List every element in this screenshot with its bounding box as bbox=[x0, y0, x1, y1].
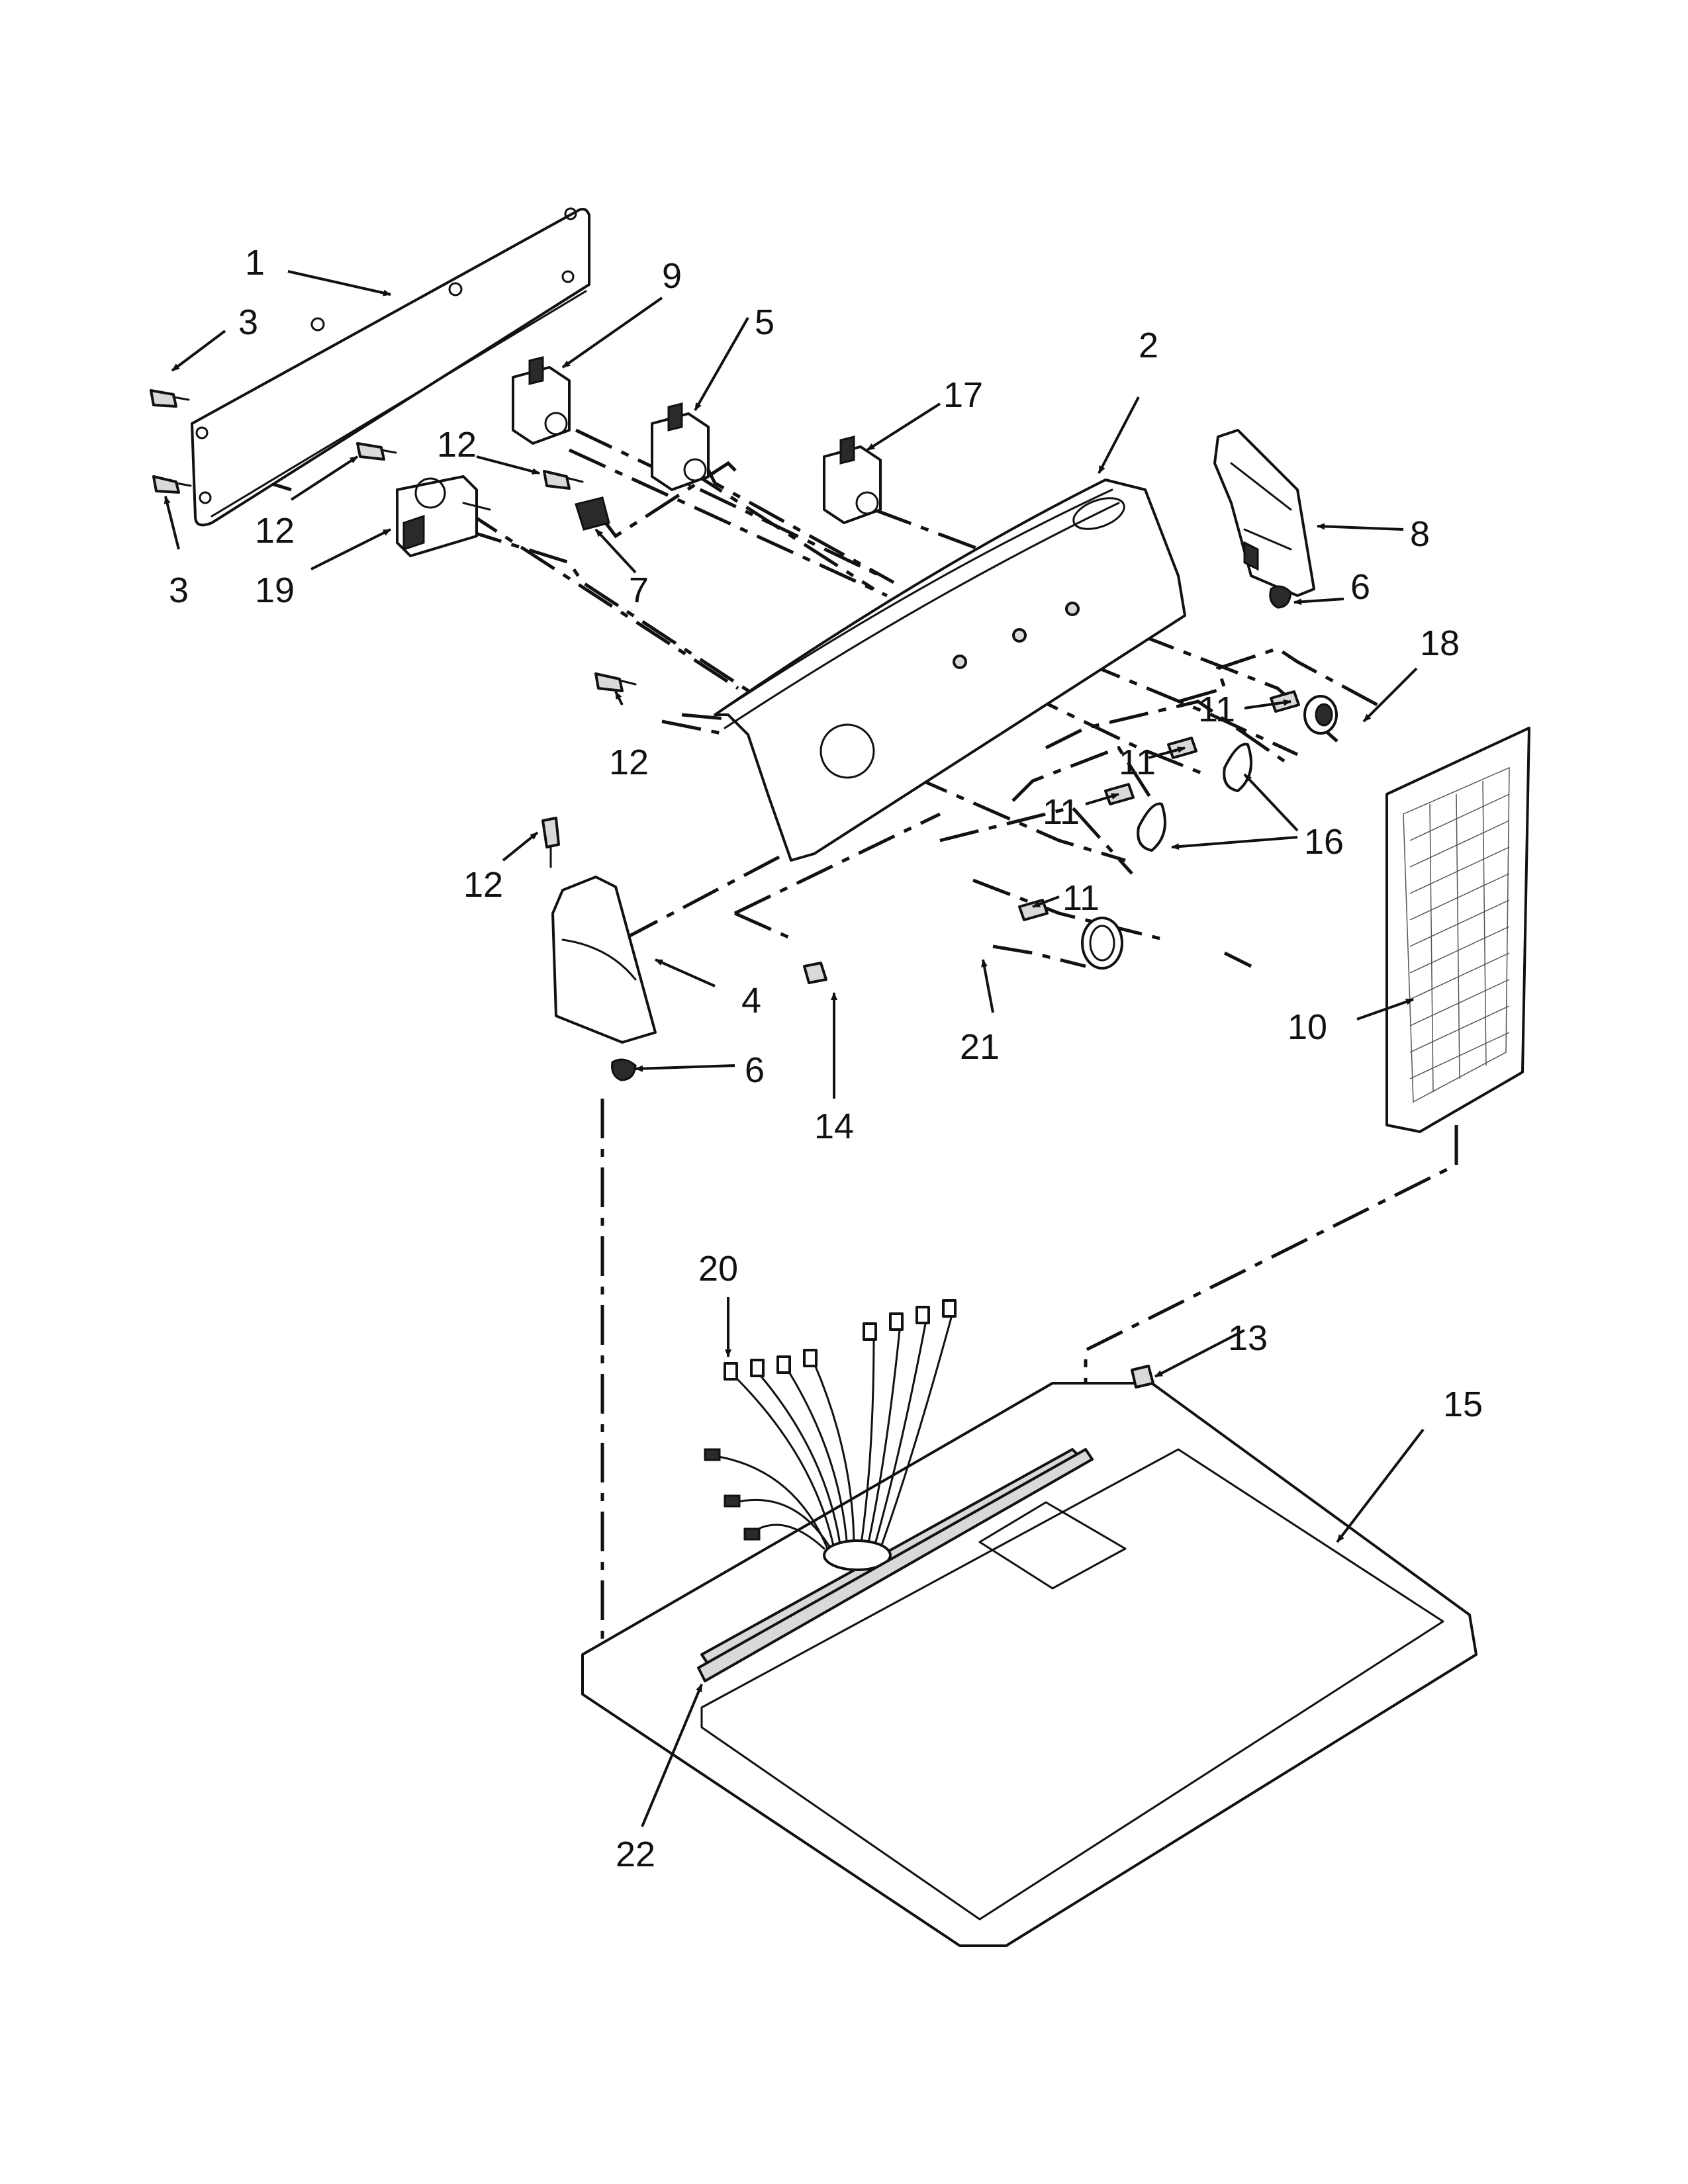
callout-4: 4 bbox=[741, 981, 761, 1021]
screw-13 bbox=[1131, 1365, 1154, 1388]
callout-21: 21 bbox=[960, 1027, 1000, 1067]
callout-3-lower: 3 bbox=[169, 570, 189, 610]
lint-screen-10 bbox=[1385, 727, 1530, 1133]
callout-22: 22 bbox=[616, 1835, 655, 1874]
callout-18: 18 bbox=[1420, 623, 1460, 663]
callout-3-upper: 3 bbox=[238, 302, 258, 342]
wire-harness-20 bbox=[704, 1299, 957, 1571]
end-cap-4 bbox=[551, 876, 657, 1044]
switch-17 bbox=[823, 435, 882, 524]
callout-11-c: 11 bbox=[1043, 792, 1080, 832]
callout-9: 9 bbox=[662, 256, 682, 296]
callout-13: 13 bbox=[1228, 1318, 1268, 1358]
callout-12-b: 12 bbox=[255, 511, 295, 551]
switch-9 bbox=[512, 356, 571, 445]
bushing-11-c bbox=[1104, 783, 1135, 805]
knob-18 bbox=[1303, 695, 1338, 735]
callout-1: 1 bbox=[245, 243, 265, 283]
bracket-8 bbox=[1213, 429, 1315, 597]
leader-arrows bbox=[164, 270, 1425, 1827]
callout-6-upper: 6 bbox=[1350, 567, 1370, 607]
callout-11-a: 11 bbox=[1198, 690, 1235, 729]
clip-7 bbox=[575, 496, 610, 531]
callout-17: 17 bbox=[943, 375, 983, 415]
switch-5 bbox=[651, 402, 710, 491]
callout-2: 2 bbox=[1139, 326, 1158, 365]
callout-11-b: 11 bbox=[1119, 743, 1156, 782]
knob-21 bbox=[1081, 917, 1123, 970]
callout-10: 10 bbox=[1288, 1007, 1327, 1047]
callout-12-a: 12 bbox=[437, 425, 477, 465]
callout-14: 14 bbox=[814, 1107, 854, 1146]
callout-8: 8 bbox=[1410, 514, 1430, 554]
knob-16-upper bbox=[1223, 743, 1252, 792]
clip-6-lower bbox=[611, 1058, 637, 1081]
screw-14 bbox=[803, 962, 827, 984]
callout-12-c: 12 bbox=[609, 743, 649, 782]
screw-12-d bbox=[541, 817, 560, 868]
callout-12-d: 12 bbox=[463, 865, 503, 905]
callout-19: 19 bbox=[255, 570, 295, 610]
callout-20: 20 bbox=[698, 1249, 738, 1289]
callout-7: 7 bbox=[629, 570, 649, 610]
strip-22 bbox=[697, 1448, 1094, 1682]
screw-3-upper bbox=[150, 389, 190, 408]
screw-12-c bbox=[594, 672, 637, 692]
callout-5: 5 bbox=[755, 302, 774, 342]
console-2 bbox=[714, 478, 1186, 862]
clip-6-upper bbox=[1269, 585, 1292, 609]
callout-6-lower: 6 bbox=[745, 1050, 765, 1090]
knob-16-lower bbox=[1137, 802, 1166, 852]
callout-labels: 1 2 3 3 4 5 6 6 7 8 9 10 11 11 11 11 12 … bbox=[169, 243, 1483, 1874]
callout-15: 15 bbox=[1443, 1385, 1483, 1424]
screw-12-a bbox=[356, 442, 397, 461]
callout-16: 16 bbox=[1304, 822, 1344, 862]
rear-panel bbox=[191, 207, 590, 527]
screw-12-b bbox=[543, 470, 584, 490]
screw-3-lower bbox=[152, 475, 192, 494]
timer-19 bbox=[396, 475, 491, 557]
callout-11-d: 11 bbox=[1062, 878, 1100, 918]
